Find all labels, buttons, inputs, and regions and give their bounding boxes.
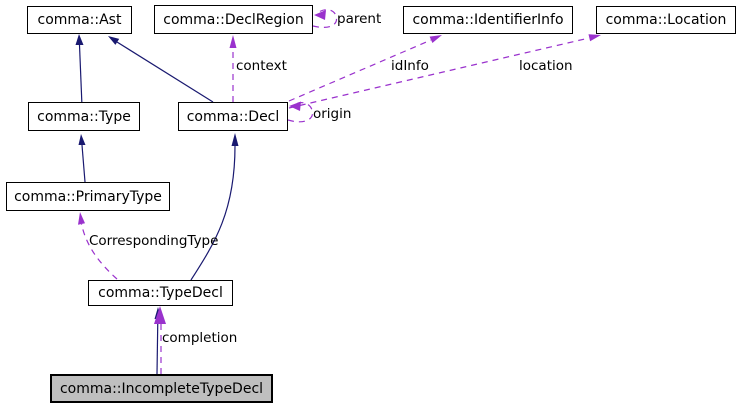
arrowhead-context [229, 35, 237, 48]
edge-inheritance-incompletetypedecl-to-typedecl [156, 319, 159, 375]
node-comma-decl[interactable]: comma::Decl [178, 102, 288, 131]
edge-usage-origin-self-loop [287, 102, 314, 123]
edge-usage-idinfo [288, 39, 432, 102]
edge-label-completion: completion [162, 330, 238, 346]
arrowhead-typedecl-to-decl [231, 133, 239, 146]
edge-usage-correspondingtype [80, 223, 118, 280]
edge-inheritance-decl-to-ast [116, 41, 214, 103]
arrowhead-parent [314, 10, 326, 20]
node-comma-identifierinfo[interactable]: comma::IdentifierInfo [403, 6, 573, 34]
edge-label-context: context [236, 58, 287, 74]
edge-label-location: location [519, 58, 573, 74]
edge-inheritance-primarytype-to-type [81, 144, 86, 183]
arrowhead-type-to-ast [75, 34, 84, 45]
node-comma-type[interactable]: comma::Type [28, 102, 140, 131]
node-comma-primarytype[interactable]: comma::PrimaryType [6, 182, 170, 211]
node-comma-incompletetypedecl: comma::IncompleteTypeDecl [50, 374, 273, 403]
edge-usage-parent-self-loop [312, 9, 338, 28]
edge-label-parent: parent [337, 11, 382, 27]
arrowhead-completion [154, 306, 166, 324]
node-comma-declregion[interactable]: comma::DeclRegion [154, 5, 313, 34]
node-comma-ast[interactable]: comma::Ast [27, 6, 132, 34]
node-comma-typedecl[interactable]: comma::TypeDecl [88, 280, 233, 306]
arrowhead-decl-to-ast [108, 36, 120, 45]
arrowhead-correspondingtype [78, 212, 85, 225]
arrowhead-primarytype-to-type [78, 134, 86, 145]
arrowhead-origin [289, 101, 301, 111]
arrowhead-idinfo [429, 35, 442, 43]
arrowhead-location [588, 34, 601, 42]
node-comma-location[interactable]: comma::Location [596, 6, 736, 34]
edge-label-correspondingtype: CorrespondingType [89, 233, 219, 249]
edge-label-idinfo: idInfo [391, 58, 429, 74]
edge-usage-location [288, 37, 590, 109]
edge-inheritance-typedecl-to-decl [190, 145, 236, 281]
edge-label-origin: origin [313, 106, 352, 122]
